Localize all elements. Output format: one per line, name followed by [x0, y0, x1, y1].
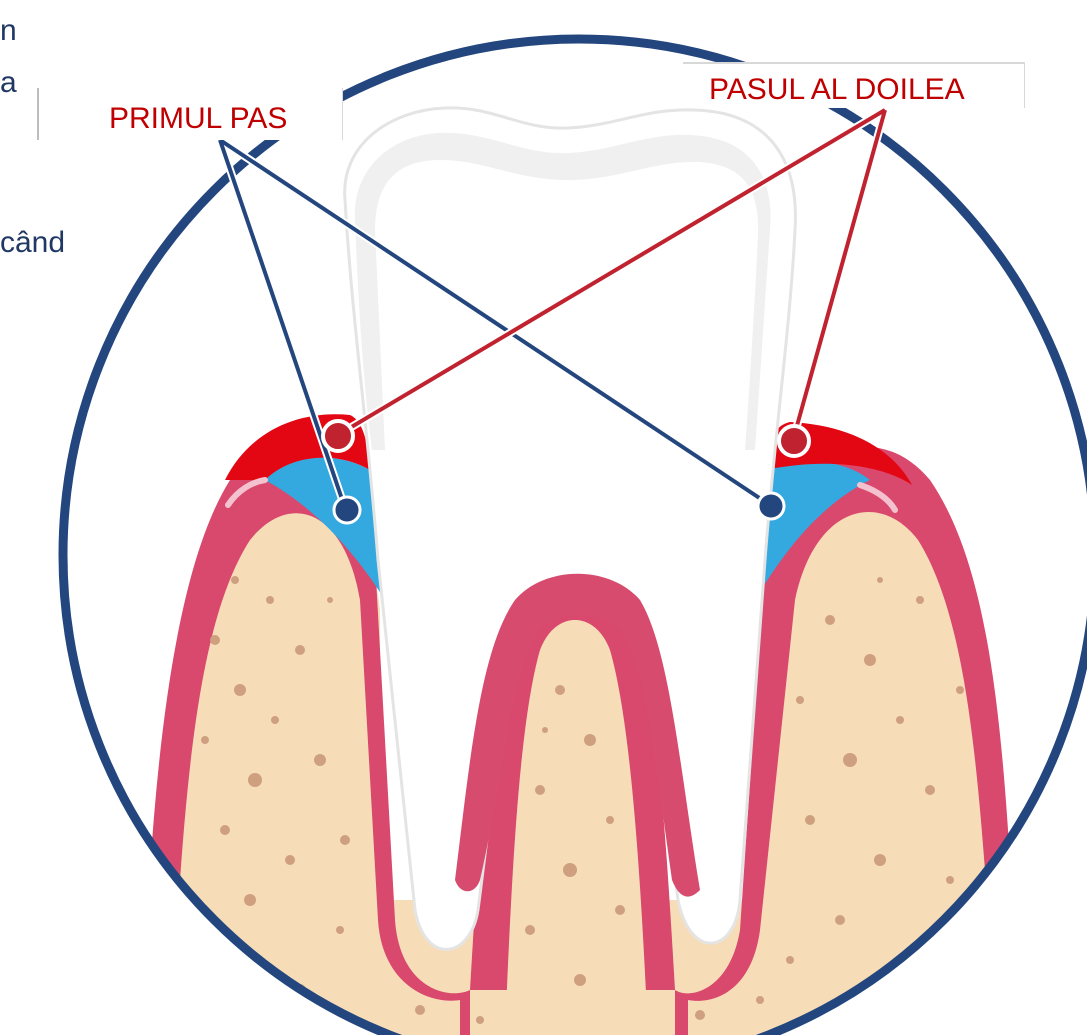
callout-first-step-label: PRIMUL PAS — [109, 102, 287, 135]
callout-first-step: PRIMUL PAS — [37, 88, 343, 140]
callout-second-step-label: PASUL AL DOILEA — [709, 73, 965, 106]
dot-marker-blue — [758, 493, 784, 519]
dot-marker-blue — [334, 497, 360, 523]
ring-marker-red — [779, 426, 809, 456]
callout-second-step: PASUL AL DOILEA — [683, 62, 1025, 108]
ring-marker-red — [323, 421, 353, 451]
